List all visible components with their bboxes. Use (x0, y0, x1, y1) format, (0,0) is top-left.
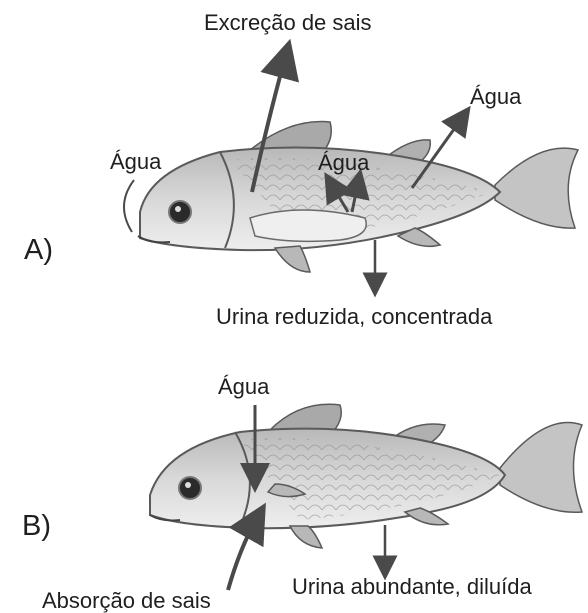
label-water-body: Água (318, 152, 369, 174)
fish-b (150, 404, 582, 548)
label-salt-absorption: Absorção de sais (42, 590, 211, 612)
panel-letter-b: B) (22, 512, 51, 541)
label-urine-reduced: Urina reduzida, concentrada (216, 306, 492, 328)
label-urine-abundant: Urina abundante, diluída (292, 576, 532, 598)
panel-letter-a: A) (24, 236, 53, 265)
label-water-in: Água (218, 376, 269, 398)
label-water-mouth: Água (110, 151, 161, 173)
label-water-gill: Água (470, 86, 521, 108)
label-salt-excretion: Excreção de sais (204, 12, 372, 34)
fish-a (138, 122, 578, 272)
